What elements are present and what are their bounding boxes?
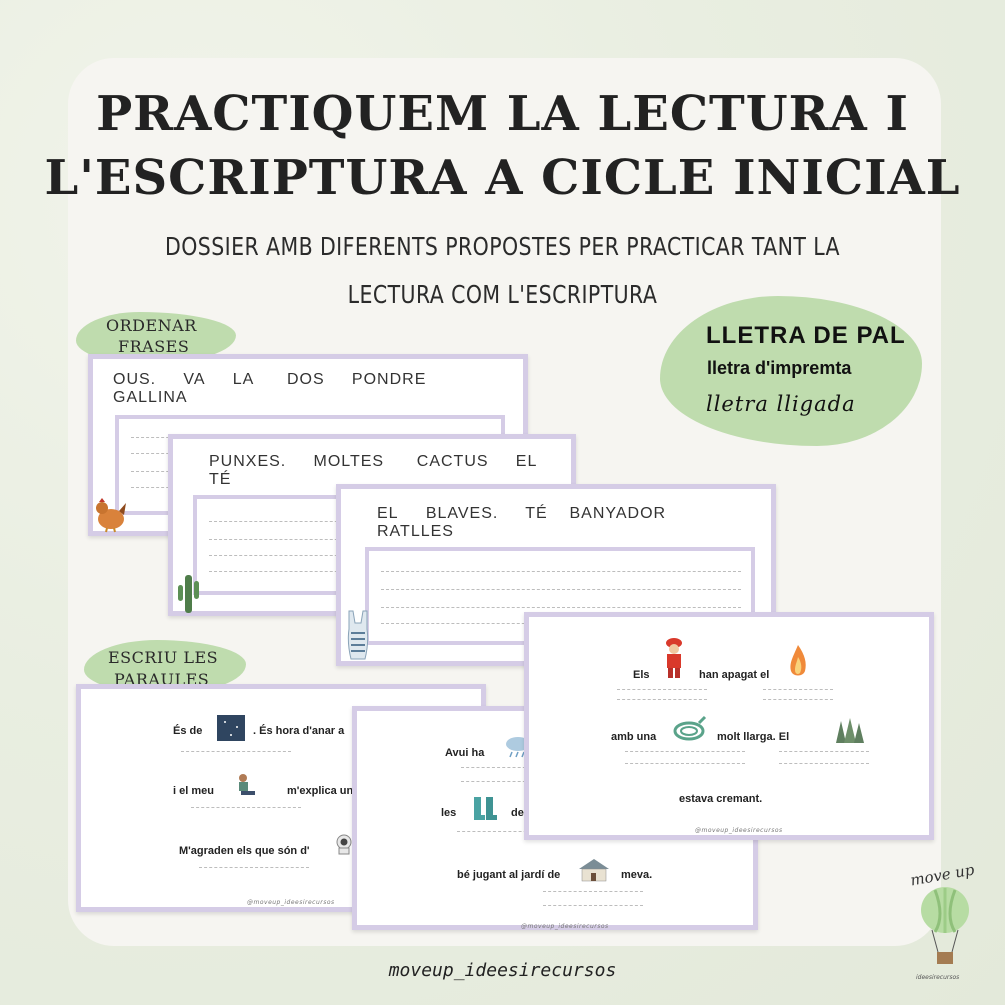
escriu-card-3: Els han apagat el amb una molt llarga. E…	[524, 612, 934, 840]
footer-handle: moveup_ideesirecursos	[388, 960, 617, 981]
card-handle: @moveup_ideesirecursos	[521, 923, 609, 930]
sentence-text: amb una	[611, 731, 657, 743]
answer-line	[543, 891, 643, 892]
sentence-text: Els	[633, 669, 650, 681]
sentence-text: m'explica un	[287, 785, 354, 797]
answer-line	[763, 689, 833, 690]
ordenar-card-3-words: EL BLAVES. TÉ BANYADOR RATLLES	[377, 505, 771, 541]
sentence-text: És de	[173, 725, 203, 737]
sentence-text: Avui ha	[445, 747, 485, 759]
word: BANYADOR	[569, 505, 667, 522]
word: PUNXES.	[209, 453, 287, 470]
legend-lletra-impremta: lletra d'impremta	[707, 358, 852, 378]
night-sky-icon	[217, 715, 245, 741]
answer-line	[457, 831, 537, 832]
word: GALLINA	[113, 389, 188, 406]
ordenar-tag-line-2: FRASES	[118, 337, 190, 356]
fire-icon	[790, 645, 806, 676]
sentence-text: . És hora d'anar a	[253, 725, 345, 737]
subtitle-line-1: DOSSIER AMB DIFERENTS PROPOSTES PER PRAC…	[165, 232, 840, 261]
answer-line	[461, 781, 531, 782]
hot-air-balloon-icon	[921, 887, 969, 964]
card-handle: @moveup_ideesirecursos	[247, 899, 335, 906]
answer-line	[779, 751, 869, 752]
answer-line	[625, 751, 745, 752]
word: BLAVES.	[425, 505, 499, 522]
answer-line	[199, 867, 309, 868]
answer-line	[191, 807, 301, 808]
word: VA	[183, 371, 206, 388]
writing-line	[381, 589, 741, 590]
writing-line	[381, 571, 741, 572]
swimsuit-icon	[347, 610, 369, 660]
word: EL	[515, 453, 538, 470]
word: OUS.	[113, 371, 157, 388]
logo-subtext: ideesirecursos	[916, 974, 960, 981]
legend-lletra-lligada: lletra lligada	[706, 392, 856, 416]
answer-line	[617, 689, 707, 690]
ordenar-card-2-words: PUNXES. MOLTES CACTUS EL TÉ	[209, 453, 571, 489]
sentence-text: i el meu	[173, 785, 214, 797]
title-line-2: L'ESCRIPTURA A CICLE INICIAL	[44, 150, 961, 206]
answer-line	[763, 699, 833, 700]
card-handle: @moveup_ideesirecursos	[695, 827, 783, 834]
hose-icon	[673, 715, 707, 741]
sentence-text: molt llarga. El	[717, 731, 790, 743]
subtitle-line-2: LECTURA COM L'ESCRIPTURA	[347, 280, 658, 309]
word: TÉ	[209, 471, 232, 488]
rain-boots-icon	[474, 797, 497, 820]
sentence-text: bé jugant al jardí de	[457, 869, 561, 881]
word: DOS	[287, 371, 325, 388]
hen-icon	[96, 498, 126, 533]
ordenar-tag-line-1: ORDENAR	[106, 316, 197, 335]
letter-legend-blob	[660, 296, 922, 446]
word: CACTUS	[416, 453, 489, 470]
astronaut-icon	[336, 834, 352, 855]
answer-line	[617, 699, 707, 700]
sentence-text: M'agraden els que són d'	[179, 845, 310, 857]
ordenar-card-1-words: OUS. VA LA DOS PONDRE GALLINA	[113, 371, 523, 407]
sentence-text: de	[511, 807, 524, 819]
sentence-text: estava cremant.	[679, 793, 763, 805]
writing-line	[381, 607, 741, 608]
answer-line	[181, 751, 291, 752]
word: RATLLES	[377, 523, 454, 540]
answer-line	[543, 905, 643, 906]
house-icon	[579, 859, 609, 882]
boy-sitting-icon	[239, 774, 255, 795]
answer-line	[625, 763, 745, 764]
answer-line	[779, 763, 869, 764]
word: TÉ	[525, 505, 548, 522]
forest-icon	[836, 718, 864, 743]
word: LA	[232, 371, 255, 388]
sentence-text: meva.	[621, 869, 653, 881]
escriu-tag-line-1: ESCRIU LES	[108, 648, 219, 667]
firefighter-icon	[666, 638, 682, 678]
cactus-icon	[178, 575, 199, 613]
title-line-1: PRACTIQUEM LA LECTURA I	[96, 86, 909, 142]
word: EL	[377, 505, 399, 522]
legend-lletra-pal: LLETRA DE PAL	[706, 322, 906, 349]
answer-line	[461, 767, 531, 768]
brand-logo: move up ideesirecursos	[896, 861, 992, 988]
word: MOLTES	[313, 453, 385, 470]
sentence-text: han apagat el	[699, 669, 770, 681]
sentence-text: les	[441, 807, 457, 819]
word: PONDRE	[351, 371, 427, 388]
